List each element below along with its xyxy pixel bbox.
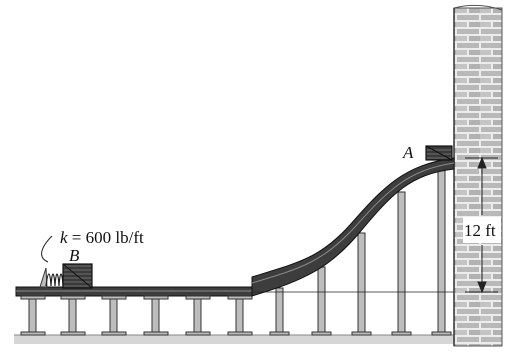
ground — [14, 335, 454, 344]
track-supports — [20, 169, 452, 336]
height-dimension — [465, 156, 498, 294]
spring-symbol: k — [60, 228, 68, 247]
spring-constant-label: k = 600 lb/ft — [60, 228, 144, 247]
height-label: 12 ft — [464, 221, 496, 240]
horizontal-track — [15, 286, 253, 297]
spring — [39, 235, 64, 288]
label-a: A — [402, 143, 414, 162]
block-b — [62, 263, 93, 289]
label-b: B — [69, 246, 80, 265]
block-a — [425, 145, 453, 161]
curved-ramp — [251, 157, 455, 297]
brick-wall — [453, 4, 503, 347]
spring-value: = 600 lb/ft — [68, 228, 144, 247]
